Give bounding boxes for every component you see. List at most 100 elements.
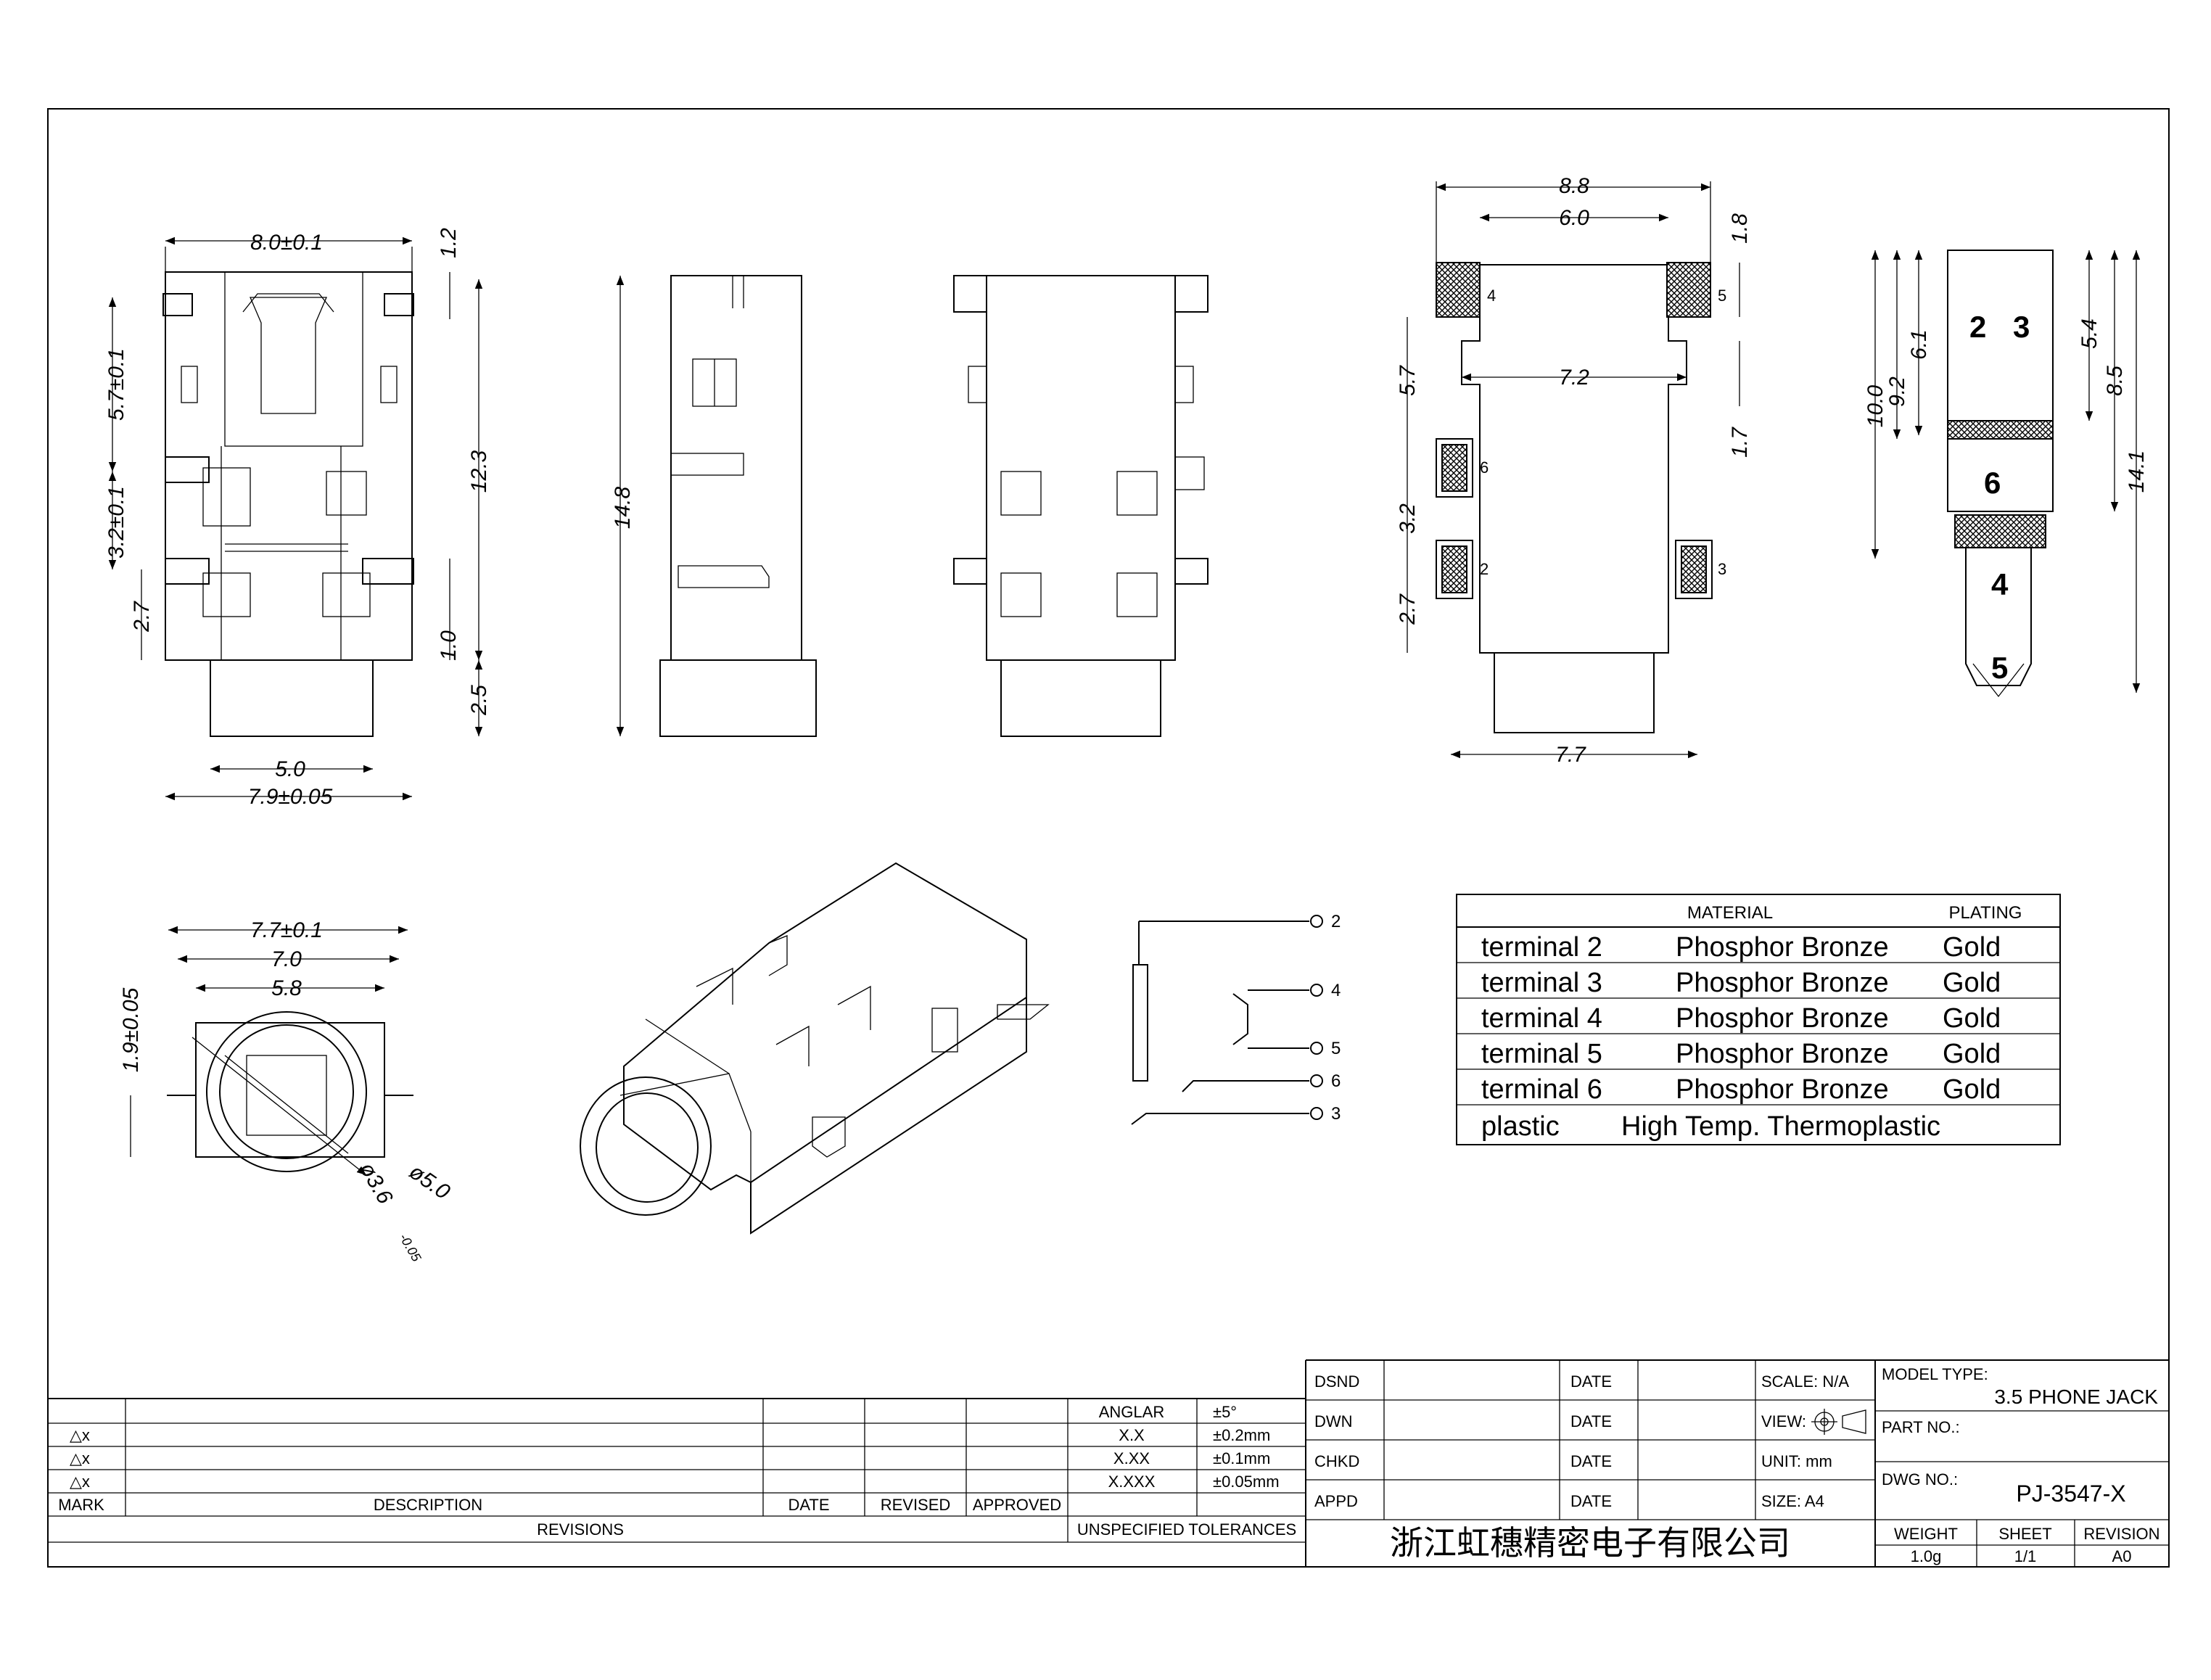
- svg-text:Phosphor Bronze: Phosphor Bronze: [1676, 1039, 1889, 1069]
- svg-text:Gold: Gold: [1943, 1039, 2001, 1069]
- revision-mark-3: △x: [70, 1473, 90, 1491]
- side-view: 14.8: [611, 275, 817, 737]
- schematic-terminal-3: 3: [1331, 1104, 1341, 1124]
- dim-pad-height: 1.8: [1728, 213, 1752, 244]
- dim-gap: 1.7: [1728, 427, 1752, 458]
- date-label-4: DATE: [1570, 1492, 1612, 1510]
- material-row: terminal 5 Phosphor Bronze Gold: [1481, 1039, 2001, 1069]
- svg-text:terminal 2: terminal 2: [1481, 932, 1602, 963]
- plug-dim-6-1: 6.1: [1907, 329, 1931, 360]
- dwg-no-label: DWG NO.:: [1882, 1470, 1958, 1488]
- dim-pin-pitch-a: 5.7±0.1: [104, 348, 128, 421]
- dim-end-outer: 7.7±0.1: [250, 918, 323, 942]
- dim-mid-width: 7.2: [1559, 366, 1589, 390]
- svg-text:Phosphor Bronze: Phosphor Bronze: [1676, 932, 1889, 963]
- dim-bottom-width: 7.7: [1555, 743, 1586, 767]
- approval-appd: APPD: [1314, 1492, 1358, 1510]
- plating-header: PLATING: [1949, 903, 2022, 923]
- material-row: terminal 4 Phosphor Bronze Gold: [1481, 1003, 2001, 1034]
- material-header: MATERIAL: [1687, 903, 1773, 923]
- model-type: 3.5 PHONE JACK: [1994, 1385, 2158, 1408]
- dim-width-bottom: 7.9±0.05: [248, 785, 333, 809]
- material-row: terminal 6 Phosphor Bronze Gold: [1481, 1074, 2001, 1105]
- date-label-1: DATE: [1570, 1372, 1612, 1391]
- pad-label-6: 6: [1480, 458, 1489, 477]
- dwg-no: PJ-3547-X: [2016, 1481, 2125, 1507]
- dim-end-middle: 7.0: [271, 947, 302, 971]
- dim-row-c: 2.7: [1396, 593, 1420, 625]
- date-label-3: DATE: [1570, 1452, 1612, 1470]
- plug-dim-8-5: 8.5: [2103, 366, 2127, 396]
- weight: 1.0g: [1911, 1547, 1942, 1565]
- schematic-terminal-5: 5: [1331, 1039, 1341, 1058]
- pcb-layout: 4 5 6 2 3 8.8 6.0 1.8 7.2 1.7 5.7 3.2 2.…: [1396, 174, 1752, 767]
- drawing-border: [47, 108, 2170, 1568]
- dim-height: 14.8: [611, 486, 635, 529]
- pad-label-4: 4: [1487, 287, 1496, 305]
- svg-text:terminal 5: terminal 5: [1481, 1039, 1602, 1069]
- dim-mouth-width: 5.0: [275, 757, 305, 781]
- weight-label: WEIGHT: [1894, 1525, 1958, 1543]
- revision-mark-1: △x: [70, 1426, 90, 1444]
- tolerance-value-x: ±0.2mm: [1213, 1426, 1270, 1444]
- date-label-2: DATE: [1570, 1412, 1612, 1430]
- pad-5: [1666, 262, 1711, 318]
- model-type-label: MODEL TYPE:: [1882, 1365, 1988, 1383]
- tolerances-footer: UNSPECIFIED TOLERANCES: [1077, 1520, 1296, 1539]
- pad-6: [1441, 444, 1467, 492]
- dim-bore-inner: ø3.6: [355, 1158, 398, 1208]
- revision-mark-2: △x: [70, 1449, 90, 1467]
- end-view: 7.7±0.1 7.0 5.8 1.9±0.05 ø5.0 ø3.6 -0.05: [119, 918, 454, 1264]
- svg-text:Phosphor Bronze: Phosphor Bronze: [1676, 968, 1889, 998]
- dim-end-inner: 5.8: [271, 976, 302, 1000]
- isometric-view: [580, 862, 1050, 1235]
- plug-label-3: 3: [2013, 310, 2030, 344]
- dim-width-top: 8.0±0.1: [250, 231, 323, 255]
- sheet: 1/1: [2014, 1547, 2037, 1565]
- svg-text:Phosphor Bronze: Phosphor Bronze: [1676, 1074, 1889, 1105]
- pad-2: [1441, 545, 1467, 593]
- plug-label-4: 4: [1991, 567, 2009, 601]
- dim-top-offset: 1.2: [437, 228, 461, 258]
- pad-label-5: 5: [1718, 287, 1726, 305]
- dim-inner-width: 6.0: [1559, 206, 1589, 230]
- plug-dim-10-0: 10.0: [1864, 384, 1887, 427]
- dim-bottom-offset: 2.7: [130, 601, 154, 633]
- unit-label: UNIT: mm: [1761, 1452, 1832, 1470]
- svg-text:High Temp. Thermoplastic: High Temp. Thermoplastic: [1621, 1111, 1940, 1142]
- dim-pin-pitch-b: 3.2±0.1: [104, 486, 128, 559]
- dim-outer-width: 8.8: [1559, 174, 1589, 198]
- svg-text:terminal 3: terminal 3: [1481, 968, 1602, 998]
- tolerance-value-angle: ±5°: [1213, 1403, 1237, 1421]
- dim-total-height: 12.3: [467, 450, 491, 493]
- plug-dim-9-2: 9.2: [1885, 376, 1909, 407]
- material-row: terminal 2 Phosphor Bronze Gold: [1481, 932, 2001, 963]
- tolerance-label-xxx: X.XXX: [1108, 1473, 1156, 1491]
- sheet-label: SHEET: [1998, 1525, 2051, 1543]
- pad-3: [1681, 545, 1707, 593]
- plug-dim-5-4: 5.4: [2078, 318, 2101, 349]
- dim-end-height: 1.9±0.05: [119, 987, 143, 1072]
- revision-header-approved: APPROVED: [973, 1496, 1061, 1514]
- revision-header-description: DESCRIPTION: [374, 1496, 482, 1514]
- schematic-terminal-2: 2: [1331, 912, 1341, 931]
- svg-text:plastic: plastic: [1481, 1111, 1560, 1142]
- dim-bore-tolerance: -0.05: [397, 1231, 424, 1264]
- plug-label-6: 6: [1984, 466, 2001, 500]
- revision: A0: [2112, 1547, 2132, 1565]
- pad-4: [1436, 262, 1481, 318]
- tolerance-value-xxx: ±0.05mm: [1213, 1473, 1280, 1491]
- title-block: △x △x △x MARK DESCRIPTION DATE REVISED A…: [48, 1359, 2169, 1567]
- pad-label-2: 2: [1480, 560, 1489, 578]
- plug-label-2: 2: [1969, 310, 1986, 344]
- pad-label-3: 3: [1718, 560, 1726, 578]
- company-name: 浙江虹穗精密电子有限公司: [1390, 1524, 1790, 1562]
- svg-text:Gold: Gold: [1943, 1074, 2001, 1105]
- dim-pin-width: 1.0: [437, 630, 461, 661]
- svg-text:Gold: Gold: [1943, 932, 2001, 963]
- revision-header-mark: MARK: [58, 1496, 104, 1514]
- revision-header-revised: REVISED: [881, 1496, 951, 1514]
- approval-dsnd: DSND: [1314, 1372, 1359, 1391]
- front-view: 8.0±0.1 1.2 12.3 1.0 2.5 5.7±0.1 3.2±0.1…: [104, 228, 491, 809]
- scale-label: SCALE: N/A: [1761, 1372, 1849, 1391]
